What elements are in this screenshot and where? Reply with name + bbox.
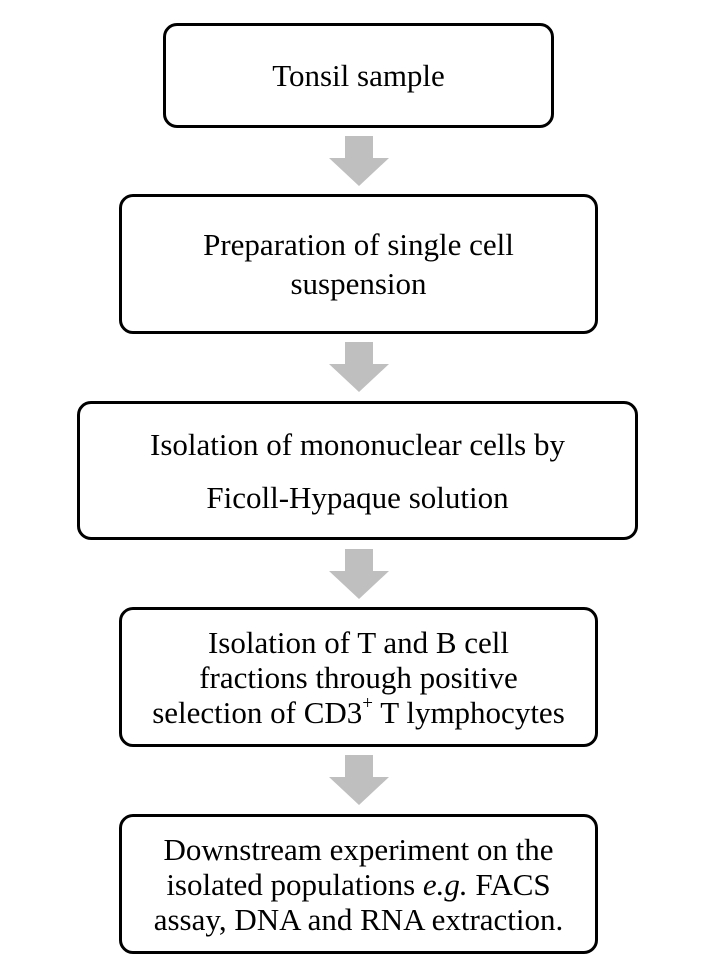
step-text-line-3: selection of CD3+ T lymphocytes: [152, 693, 565, 730]
step-text-line-1: Preparation of single cell: [203, 227, 514, 262]
step-mononuclear-isolation: Isolation of mononuclear cells by Ficoll…: [77, 401, 638, 540]
step-text-part: isolated populations: [166, 866, 423, 902]
step-text-italic: e.g.: [422, 866, 468, 902]
step-tonsil-sample: Tonsil sample: [163, 23, 554, 128]
step-text-part: FACS: [467, 866, 551, 902]
step-text-line-2: fractions through positive: [199, 659, 518, 695]
step-text-line-1: Downstream experiment on the: [163, 831, 554, 867]
step-text-line-1: Isolation of T and B cell: [207, 624, 510, 660]
step-text-part: selection of CD3: [152, 694, 363, 730]
superscript-plus: +: [362, 693, 374, 715]
step-downstream-experiment: Downstream experiment on the isolated po…: [119, 814, 598, 954]
step-t-b-cell-isolation: Isolation of T and B cell fractions thro…: [119, 607, 598, 747]
step-text-line-2: Ficoll-Hypaque solution: [206, 479, 509, 515]
down-arrow-icon: [329, 755, 389, 805]
step-text-line-2: isolated populations e.g. FACS: [166, 867, 550, 902]
step-text-line-2: suspension: [290, 266, 427, 301]
down-arrow-icon: [329, 342, 389, 392]
step-text-line-1: Isolation of mononuclear cells by: [150, 426, 565, 462]
down-arrow-icon: [329, 549, 389, 599]
down-arrow-icon: [329, 136, 389, 186]
step-text-line-3: assay, DNA and RNA extraction.: [153, 901, 564, 937]
step-single-cell-suspension: Preparation of single cell suspension: [119, 194, 598, 334]
step-text-part: T lymphocytes: [373, 694, 565, 730]
step-text: Tonsil sample: [272, 57, 445, 93]
